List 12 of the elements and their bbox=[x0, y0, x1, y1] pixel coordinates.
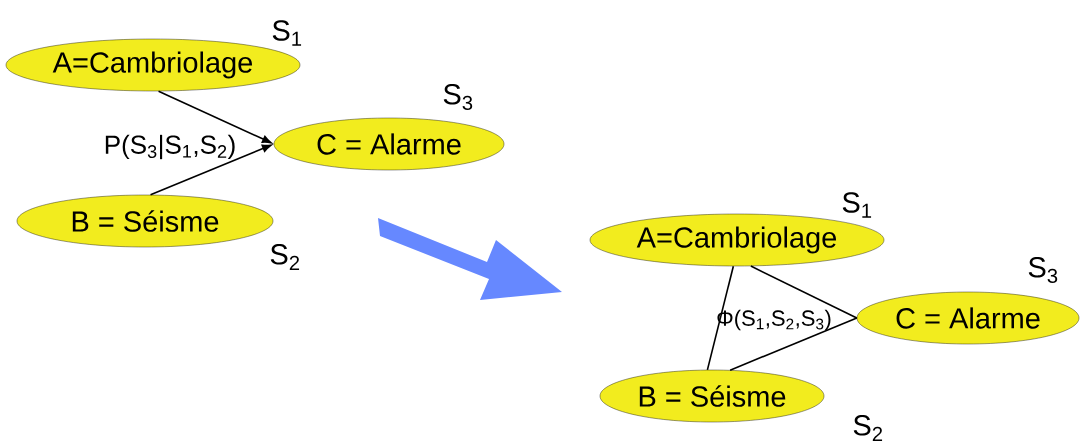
connector bbox=[750, 265, 858, 319]
ellipse-node: B = Séisme bbox=[599, 369, 825, 423]
formula-label: P(S$_{3}$|S$_{1}$,S$_{2}$) bbox=[105, 134, 235, 160]
variable-label: S$_{2}$ bbox=[853, 415, 883, 441]
connector bbox=[157, 90, 272, 144]
variable-label: S$_{3}$ bbox=[1028, 257, 1058, 284]
ellipse-node: C = Alarme bbox=[273, 117, 505, 171]
connector bbox=[149, 144, 272, 196]
ellipse-node: C = Alarme bbox=[856, 291, 1080, 345]
connector bbox=[706, 265, 735, 371]
connector bbox=[729, 317, 858, 371]
variable-label: S$_{3}$ bbox=[443, 84, 473, 111]
